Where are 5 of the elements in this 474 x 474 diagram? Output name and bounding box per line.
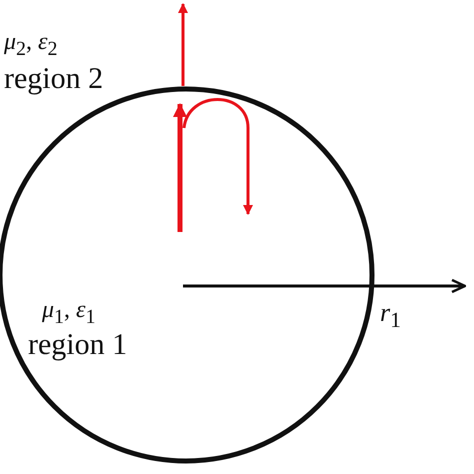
material-parameters: μ$_{2}$, ε$_{2}$ — [4, 30, 58, 59]
region-label: region 2 — [4, 64, 104, 94]
material-parameters: μ$_{1}$, ε$_{1}$ — [42, 298, 96, 327]
radius-label: r$_{1}$ — [380, 300, 401, 332]
region-label: region 1 — [28, 330, 128, 360]
